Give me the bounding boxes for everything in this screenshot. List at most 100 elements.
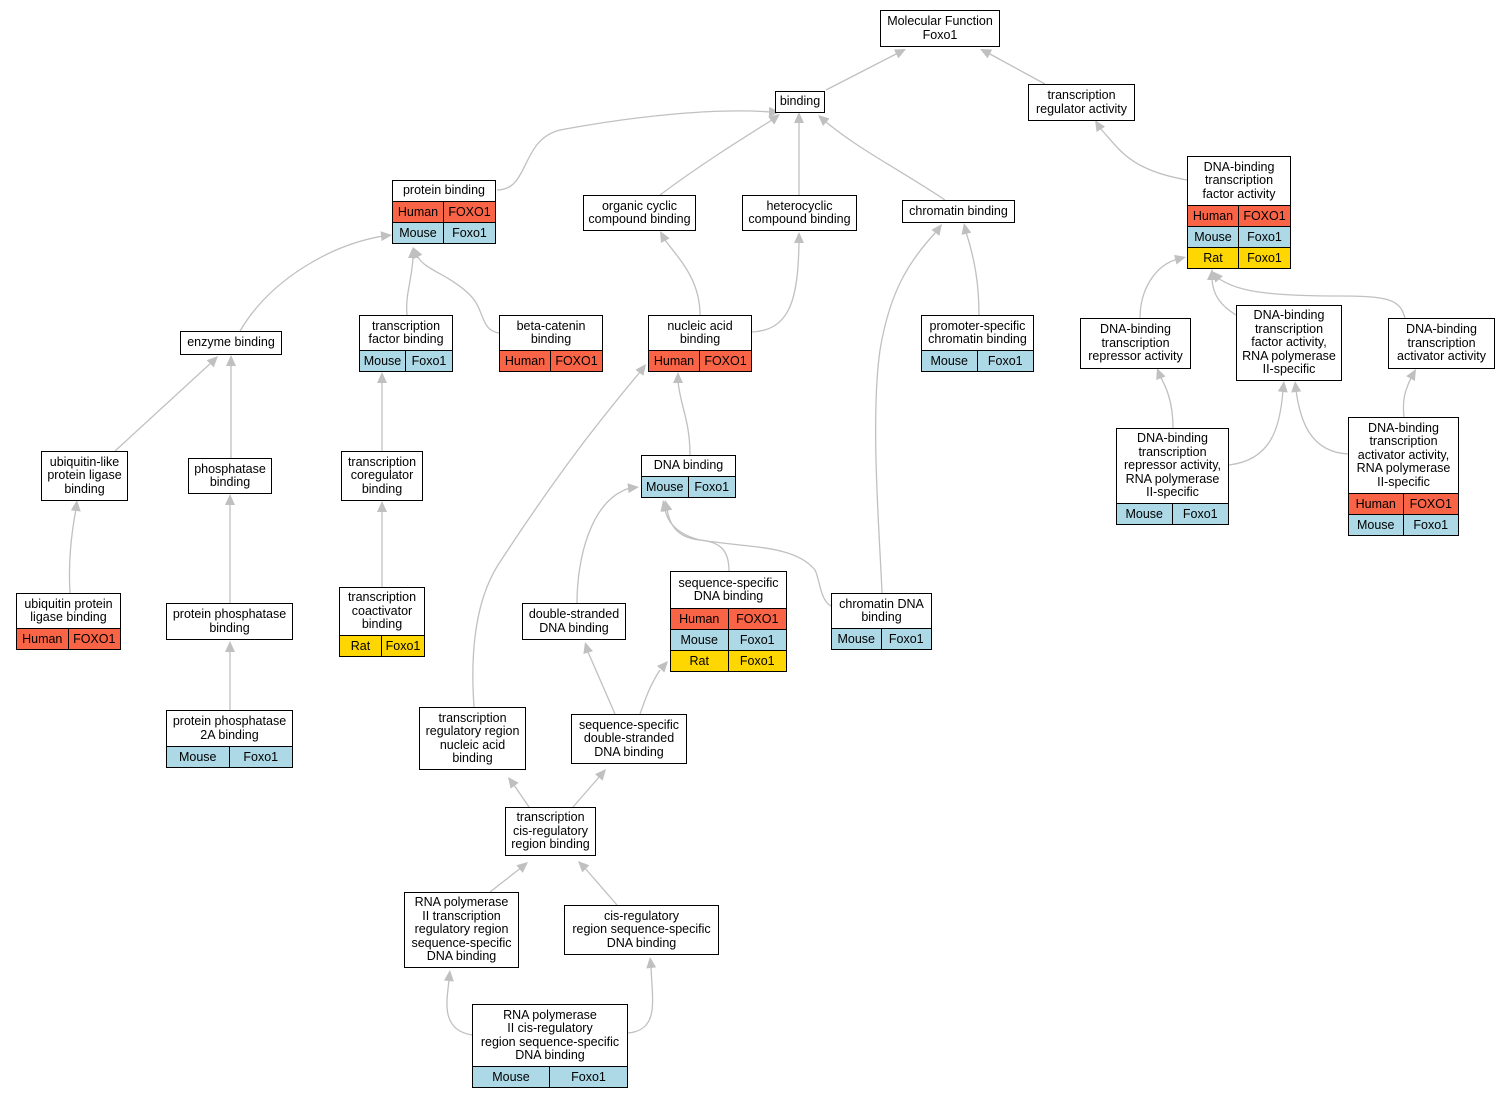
node-label: DNA-binding transcription repressor acti…: [1088, 322, 1183, 364]
edge-line: [472, 371, 641, 708]
edge-arrowhead: [646, 957, 657, 969]
node-label: sequence-specific DNA binding: [678, 575, 779, 603]
node-cis-regulatory-region-sequence-specific-dna-binding[interactable]: cis-regulatory region sequence-specific …: [564, 905, 719, 955]
node-ubiquitin-like-protein-ligase-binding[interactable]: ubiquitin-like protein ligase binding: [41, 451, 128, 501]
edge-arrowhead: [508, 777, 519, 789]
edge-line: [874, 231, 937, 594]
species-row-mouse: Mouse Foxo1: [1188, 226, 1290, 247]
node-chromatin-binding[interactable]: chromatin binding: [902, 200, 1015, 223]
edge-arrowhead: [377, 372, 387, 383]
node-label: DNA-binding transcription activator acti…: [1397, 322, 1486, 364]
node-label: binding: [779, 94, 821, 109]
edge-line: [825, 121, 946, 201]
edge-arrowhead: [893, 49, 906, 59]
edge-line: [639, 669, 661, 715]
gene-label: FOXO1: [1409, 497, 1452, 511]
edge-line: [239, 235, 384, 332]
edge-line: [659, 119, 773, 196]
node-protein-phosphatase-binding[interactable]: protein phosphatase binding: [166, 603, 293, 640]
node-dna-binding-transcription-factor-activity-rnap-ii[interactable]: DNA-binding transcription factor activit…: [1236, 305, 1342, 381]
node-double-stranded-dna-binding[interactable]: double-stranded DNA binding: [522, 603, 626, 640]
species-row-rat: Rat Foxo1: [671, 650, 786, 671]
node-binding[interactable]: binding: [775, 91, 825, 113]
edge-arrowhead: [578, 861, 590, 873]
node-transcription-cis-regulatory-region-binding[interactable]: transcription cis-regulatory region bind…: [505, 807, 596, 856]
species-label: Mouse: [642, 477, 689, 497]
node-rnap-ii-transcription-regulatory-region-binding[interactable]: RNA polymerase II transcription regulato…: [404, 892, 519, 968]
node-transcription-regulatory-region-nucleic-acid-binding[interactable]: transcription regulatory region nucleic …: [419, 707, 526, 770]
edge-line: [68, 508, 77, 594]
node-molecular-function[interactable]: Molecular Function Foxo1: [880, 10, 1000, 47]
node-label: transcription factor binding: [368, 318, 444, 346]
edge-line: [513, 784, 530, 808]
node-label: chromatin binding: [909, 203, 1008, 218]
species-label: Rat: [671, 651, 729, 671]
species-label: Rat: [1188, 248, 1239, 268]
edge-line: [627, 965, 654, 1034]
node-heterocyclic-compound-binding[interactable]: heterocyclic compound binding: [742, 195, 857, 231]
node-transcription-coregulator-binding[interactable]: transcription coregulator binding: [341, 451, 423, 501]
node-enzyme-binding[interactable]: enzyme binding: [180, 331, 282, 355]
node-label: DNA-binding transcription repressor acti…: [1123, 431, 1221, 500]
node-label: sequence-specific double-stranded DNA bi…: [578, 717, 680, 759]
edge-arrowhead: [794, 232, 804, 243]
edge-line: [417, 256, 500, 334]
node-label: DNA-binding transcription factor activit…: [1202, 159, 1276, 201]
edge-arrowhead: [1174, 254, 1186, 265]
species-label: Mouse: [360, 351, 406, 371]
node-label: phosphatase binding: [194, 461, 266, 489]
node-dna-binding-transcription-repressor-activity[interactable]: DNA-binding transcription repressor acti…: [1080, 318, 1191, 369]
edge-line: [583, 866, 618, 906]
gene-label: Foxo1: [739, 654, 775, 668]
edge-arrowhead: [595, 769, 606, 781]
node-label: DNA-binding transcription activator acti…: [1356, 420, 1451, 489]
species-label: Human: [393, 202, 444, 222]
edge-line: [572, 775, 601, 808]
edge-arrowhead: [660, 500, 671, 512]
edge-arrowhead: [980, 49, 993, 59]
gene-label: FOXO1: [73, 632, 116, 646]
edge-arrowhead: [931, 224, 942, 236]
node-phosphatase-binding[interactable]: phosphatase binding: [188, 458, 272, 494]
edge-line: [664, 508, 832, 607]
node-label: transcription cis-regulatory region bind…: [511, 810, 590, 852]
node-dna-binding-transcription-repressor-activity-rnap-ii[interactable]: DNA-binding transcription repressor acti…: [1116, 428, 1229, 525]
species-row-mouse: Mouse Foxo1: [360, 350, 452, 371]
gene-label: FOXO1: [555, 354, 598, 368]
node-transcription-regulator-activity[interactable]: transcription regulator activity: [1028, 84, 1135, 121]
species-label: Mouse: [1188, 227, 1239, 247]
gene-label: Foxo1: [411, 354, 447, 368]
node-label: transcription regulatory region nucleic …: [425, 710, 520, 765]
node-rnap-ii-cis-regulatory-region-sequence-specific-dna-binding[interactable]: RNA polymerase II cis-regulatory region …: [472, 1004, 628, 1088]
node-sequence-specific-double-stranded-dna-binding[interactable]: sequence-specific double-stranded DNA bi…: [571, 714, 687, 764]
gene-label: Foxo1: [1247, 230, 1282, 244]
edge-arrowhead: [516, 862, 528, 873]
node-organic-cyclic-compound-binding[interactable]: organic cyclic compound binding: [583, 195, 696, 231]
node-dna-binding-transcription-activator-activity[interactable]: DNA-binding transcription activator acti…: [1388, 318, 1495, 369]
gene-label: Foxo1: [385, 639, 421, 653]
node-dna-binding-transcription-activator-activity-rnap-ii[interactable]: DNA-binding transcription activator acti…: [1348, 417, 1459, 536]
node-label: transcription coregulator binding: [347, 454, 417, 496]
node-dna-binding-transcription-factor-activity[interactable]: DNA-binding transcription factor activit…: [1187, 156, 1291, 269]
edge-arrowhead: [583, 642, 593, 654]
edge-line: [987, 52, 1046, 85]
